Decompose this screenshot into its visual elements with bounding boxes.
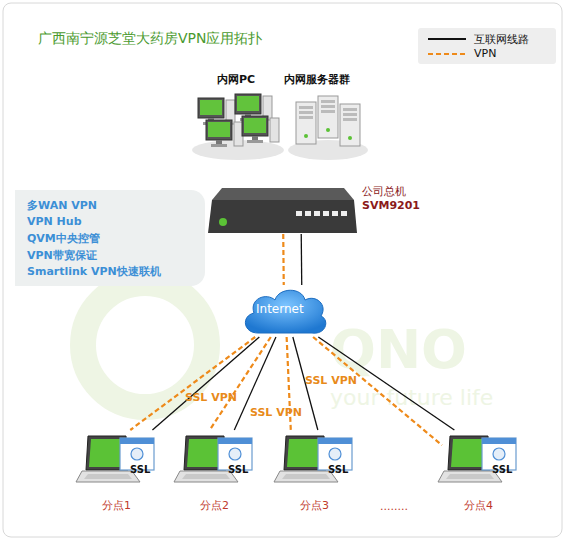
router-top — [212, 188, 354, 200]
server-group: 内网服务器群 — [290, 92, 366, 152]
node-text: 多WAN VPN — [27, 198, 97, 213]
frame — [3, 3, 562, 537]
node-text: 分点1 — [102, 498, 131, 513]
laptop-icon — [76, 436, 154, 482]
node-text: VPN带宽保证 — [27, 248, 97, 263]
legend-entry: 互联网线路 — [426, 32, 551, 46]
watermark: QNO — [330, 318, 467, 381]
router-body — [208, 200, 357, 233]
ellipsis-label: ........ — [380, 500, 408, 513]
legend-sample — [426, 47, 468, 61]
router-ports — [296, 211, 347, 216]
router: 公司总机SVM9201 — [210, 188, 356, 234]
node-text: SVM9201 — [362, 199, 420, 212]
internet-link — [152, 337, 259, 430]
node-text: Smartlink VPN快速联机 — [27, 264, 161, 279]
node-text: 分点2 — [200, 498, 229, 513]
legend-box: 互联网线路VPN — [418, 28, 556, 64]
node-text: SSL — [328, 464, 348, 475]
legend-sample — [426, 32, 468, 46]
watermark: your future life — [330, 385, 493, 410]
node-text: 内网PC — [217, 72, 255, 87]
watermark-ring — [83, 283, 207, 407]
branch-laptop: SSL分点1 — [80, 430, 156, 484]
branch-laptop: SSL分点2 — [178, 430, 254, 484]
vpn-link — [282, 234, 285, 285]
pc-icon — [242, 116, 279, 143]
branch-laptop: SSL分点4 — [442, 430, 518, 484]
internet-cloud: Internet — [240, 285, 328, 337]
laptop-icon — [274, 436, 352, 482]
pc-icon — [206, 120, 243, 147]
edge-label: SSL VPN — [305, 374, 357, 387]
branch-laptop: SSL分点3 — [278, 430, 354, 484]
node-text: 公司总机 — [362, 184, 406, 199]
vpn-link — [313, 337, 442, 445]
server-icon — [340, 104, 360, 146]
laptop-icon — [174, 436, 252, 482]
legend-text: 互联网线路 — [474, 32, 529, 47]
node-text: 内网服务器群 — [284, 72, 350, 87]
feature-box: 多WAN VPN VPN HubQVM中央控管 VPN带宽保证Smartlink V… — [15, 190, 205, 286]
edge-label: SSL VPN — [250, 406, 302, 419]
internet-link — [301, 234, 303, 285]
node-text: SSL — [130, 464, 150, 475]
node-text: VPN Hub — [27, 215, 82, 228]
diagram-title: 广西南宁源芝堂大药房VPN应用拓扑 — [38, 30, 263, 48]
node-text: 分点4 — [464, 498, 493, 513]
node-text: 分点3 — [300, 498, 329, 513]
laptop-icon — [438, 436, 516, 482]
edge-label: SSL VPN — [185, 391, 237, 404]
server-icon — [318, 96, 338, 138]
vpn-link — [130, 337, 255, 430]
server-icon — [296, 102, 316, 144]
node-text: QVM中央控管 — [27, 231, 100, 246]
router-logo — [219, 218, 227, 226]
pc-group: 内网PC — [195, 92, 283, 152]
node-text: Internet — [256, 302, 304, 316]
legend-text: VPN — [474, 47, 496, 60]
node-text: SSL — [492, 464, 512, 475]
node-text: SSL — [228, 464, 248, 475]
legend-entry: VPN — [426, 47, 551, 61]
